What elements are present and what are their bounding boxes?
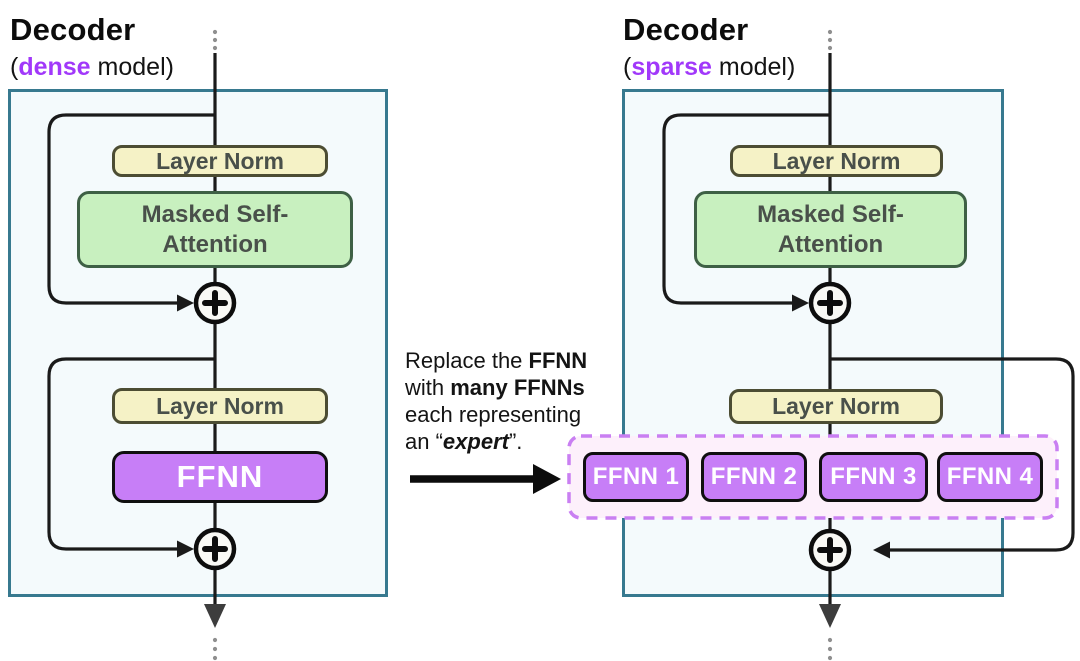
skip-arrowhead: [873, 541, 890, 559]
subtitle-prefix: (: [10, 53, 19, 81]
skip-arrowhead: [177, 294, 194, 312]
attention-label-line1: Masked Self-: [141, 200, 289, 228]
experts-dashed-container: [567, 434, 1059, 520]
attention-skip-connection: [662, 113, 830, 305]
annotation-line-3: each representing: [405, 402, 582, 427]
skip-arrowhead: [177, 540, 194, 558]
subtitle-suffix: model): [711, 53, 796, 81]
ffnn-block: FFNN: [112, 451, 328, 503]
residual-add-icon: [193, 281, 237, 325]
layer-norm-block: Layer Norm: [112, 145, 328, 177]
attention-label-line1: Masked Self-: [757, 200, 904, 228]
layer-norm-block: Layer Norm: [729, 389, 943, 424]
expert-ffnn-4-block: FFNN 4: [937, 452, 1043, 502]
residual-add-icon: [808, 281, 852, 325]
masked-self-attention-block: Masked Self- Attention: [77, 191, 353, 268]
masked-self-attention-block: Masked Self- Attention: [694, 191, 967, 268]
ffnn-skip-connection: [47, 357, 215, 551]
experts-skip-connection: [830, 357, 1075, 552]
sparse-keyword: sparse: [631, 53, 712, 81]
output-arrowhead: [204, 604, 226, 628]
annotation-line-2: with many FFNNs: [405, 375, 585, 400]
dense-decoder-wires: [47, 29, 237, 661]
sparse-decoder-subtitle: (sparse model): [623, 55, 795, 80]
expert-ffnn-1-block: FFNN 1: [583, 452, 689, 502]
layer-norm-block: Layer Norm: [730, 145, 943, 177]
output-arrowhead: [819, 604, 841, 628]
residual-add-icon: [193, 527, 237, 571]
residual-add-icon: [808, 528, 852, 572]
dense-decoder-subtitle: (dense model): [10, 55, 174, 80]
annotation-line-4: an “expert”.: [405, 429, 523, 454]
transform-arrow-icon: [410, 464, 561, 494]
dense-decoder-title: Decoder: [10, 12, 136, 47]
expert-ffnn-2-block: FFNN 2: [701, 452, 807, 502]
sparse-decoder-title: Decoder: [623, 12, 749, 47]
replace-ffnn-annotation: Replace the FFNN with many FFNNs each re…: [405, 347, 655, 455]
annotation-line-1: Replace the FFNN: [405, 348, 588, 373]
skip-arrowhead: [792, 294, 809, 312]
attention-skip-connection: [47, 113, 215, 305]
attention-label-line2: Attention: [162, 230, 268, 258]
subtitle-prefix: (: [623, 53, 632, 81]
expert-ffnn-3-block: FFNN 3: [819, 452, 928, 502]
dense-keyword: dense: [18, 53, 91, 81]
attention-label-line2: Attention: [777, 230, 884, 258]
subtitle-suffix: model): [90, 53, 174, 81]
layer-norm-block: Layer Norm: [112, 388, 328, 424]
